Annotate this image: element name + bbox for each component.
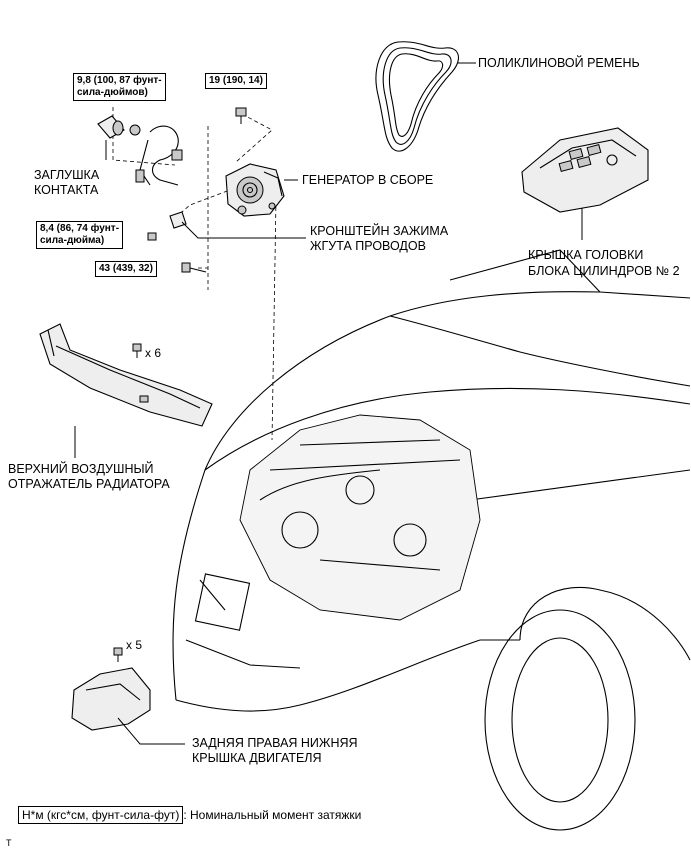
bolt-43-drawing: [181, 262, 207, 273]
bracket-label-line2: ЖГУТА ПРОВОДОВ: [310, 239, 426, 253]
bolt-8-4-drawing: [147, 232, 157, 241]
deflector-clip-qty: x 6: [145, 346, 162, 360]
generator-label: ГЕНЕРАТОР В СБОРЕ: [302, 173, 434, 187]
torque-8-4-line1: 8,4 (86, 74 фунт-: [40, 223, 120, 234]
cover-label-line1: КРЫШКА ГОЛОВКИ: [528, 248, 644, 262]
torque-box-19: 19 (190, 14): [205, 73, 267, 89]
legend-description: : Номинальный момент затяжки: [183, 808, 362, 822]
torque-box-9-8: 9,8 (100, 87 фунт- сила-дюймов): [73, 73, 166, 101]
torque-9-8-line1: 9,8 (100, 87 фунт-: [77, 75, 162, 86]
plug-label-line1: ЗАГЛУШКА: [34, 168, 100, 182]
torque-9-8-line2: сила-дюймов): [77, 87, 148, 98]
plug-label-line2: КОНТАКТА: [34, 183, 99, 197]
belt-label: ПОЛИКЛИНОВОЙ РЕМЕНЬ: [478, 56, 640, 70]
vehicle-drawing: [172, 249, 691, 831]
torque-19-text: 19 (190, 14): [209, 75, 263, 86]
under-cover-clip-drawing: [113, 647, 123, 662]
legend-unit-box: Н*м (кгс*см, фунт-сила-фут): [18, 806, 184, 824]
undercover-label-line1: ЗАДНЯЯ ПРАВАЯ НИЖНЯЯ: [192, 736, 358, 750]
deflector-label-line1: ВЕРХНИЙ ВОЗДУШНЫЙ: [8, 462, 154, 476]
generator-drawing: [225, 163, 285, 217]
contact-plug-drawing: [97, 115, 141, 139]
deflector-label-line2: ОТРАЖАТЕЛЬ РАДИАТОРА: [8, 477, 170, 491]
wire-harness-drawing: [135, 125, 183, 186]
cover-label-line2: БЛОКА ЦИЛИНДРОВ № 2: [528, 264, 680, 278]
air-deflector-drawing: [39, 323, 213, 427]
engine-under-cover-drawing: [71, 667, 151, 731]
torque-box-43: 43 (439, 32): [95, 261, 157, 277]
deflector-clip-drawing: [132, 343, 142, 358]
undercover-label-line2: КРЫШКА ДВИГАТЕЛЯ: [192, 751, 322, 765]
undercover-clip-qty: x 5: [126, 638, 143, 652]
bracket-label-line1: КРОНШТЕЙН ЗАЖИМА: [310, 224, 449, 238]
cylinder-head-cover-drawing: [521, 127, 649, 213]
torque-43-text: 43 (439, 32): [99, 263, 153, 274]
v-ribbed-belt-drawing: [375, 41, 460, 152]
bolt-19-drawing: [235, 107, 247, 124]
torque-box-8-4: 8,4 (86, 74 фунт- сила-дюйма): [36, 221, 124, 249]
torque-8-4-line2: сила-дюйма): [40, 235, 105, 246]
torque-legend: Н*м (кгс*см, фунт-сила-фут): Номинальный…: [18, 806, 361, 824]
figure-reference: T: [6, 838, 12, 848]
harness-bracket-drawing: [169, 211, 187, 229]
